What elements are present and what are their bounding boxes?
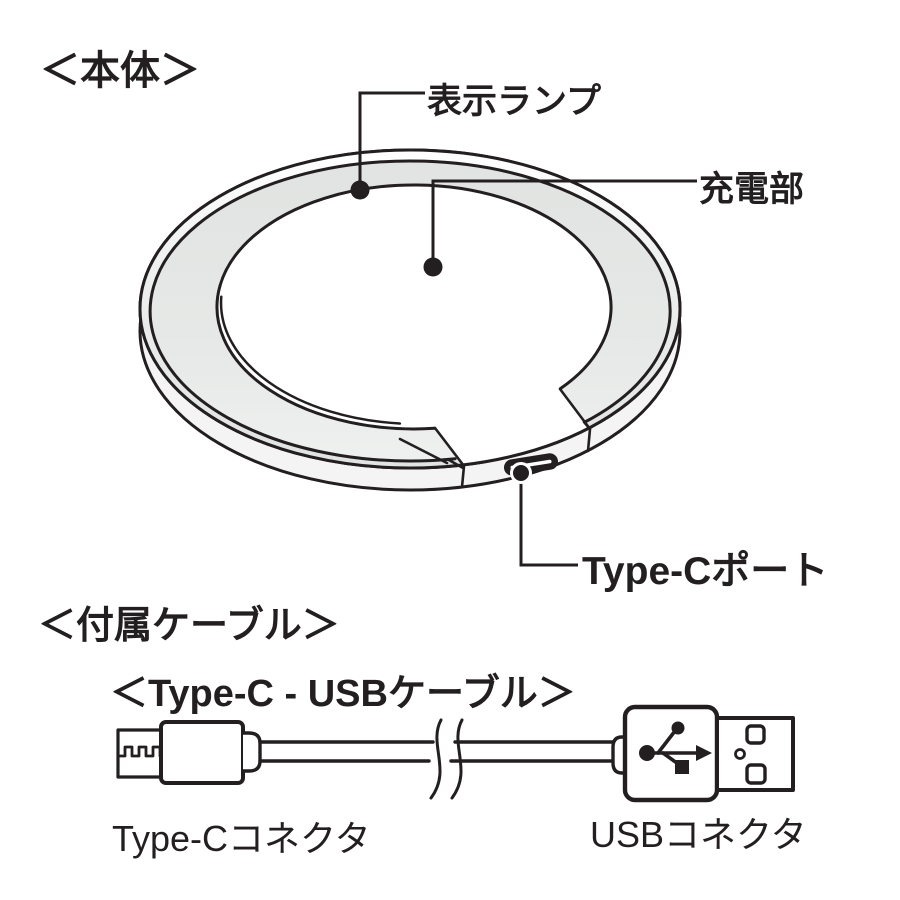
leader-indicator-lamp <box>358 91 425 190</box>
leader-typec-port <box>519 473 578 567</box>
notch-face <box>434 388 590 466</box>
typec-plug-body <box>159 720 245 785</box>
typec-connector-label: Type-Cコネクタ <box>112 818 371 859</box>
indicator-lamp-dot <box>350 180 370 200</box>
notch-edges <box>398 387 592 489</box>
mid-ring-outline <box>148 159 672 463</box>
charging-area-label: 充電部 <box>699 170 805 209</box>
outer-ring-outline <box>138 148 682 470</box>
charger-body <box>138 148 682 492</box>
cable-left <box>258 740 435 763</box>
cable-right <box>449 740 615 763</box>
charger-center-floor <box>217 185 611 429</box>
cable-break-left <box>429 718 443 800</box>
charging-area-dot <box>423 257 443 277</box>
usb-plug-boot <box>611 735 627 775</box>
usb-connector-label: USBコネクタ <box>590 814 807 855</box>
inner-ring-outline <box>215 183 613 431</box>
cable-break-right <box>450 718 464 800</box>
typec-port-label: Type-Cポート <box>582 550 829 593</box>
usb-contact-pin-hole <box>734 748 746 760</box>
usb-plug-shell <box>715 716 795 792</box>
leader-charging-area <box>431 179 697 267</box>
body-section-heading: ＜本体＞ <box>40 49 200 93</box>
usb-contact-hole-bottom <box>745 763 767 785</box>
cable-type-heading: ＜Type-C - USBケーブル＞ <box>110 673 576 715</box>
typec-plug-contacts <box>118 745 166 758</box>
leader-lines <box>358 91 697 567</box>
usb-contact-hole-top <box>745 724 766 745</box>
typec-plug-boot <box>241 731 262 773</box>
indicator-lamp-label: 表示ランプ <box>427 82 601 121</box>
typec-port-dot <box>510 462 532 484</box>
inner-lip-arc <box>219 295 402 425</box>
cable-section-heading: ＜付属ケーブル＞ <box>38 605 340 647</box>
usb-trident-icon <box>639 721 712 774</box>
cable-drawing <box>116 704 795 803</box>
